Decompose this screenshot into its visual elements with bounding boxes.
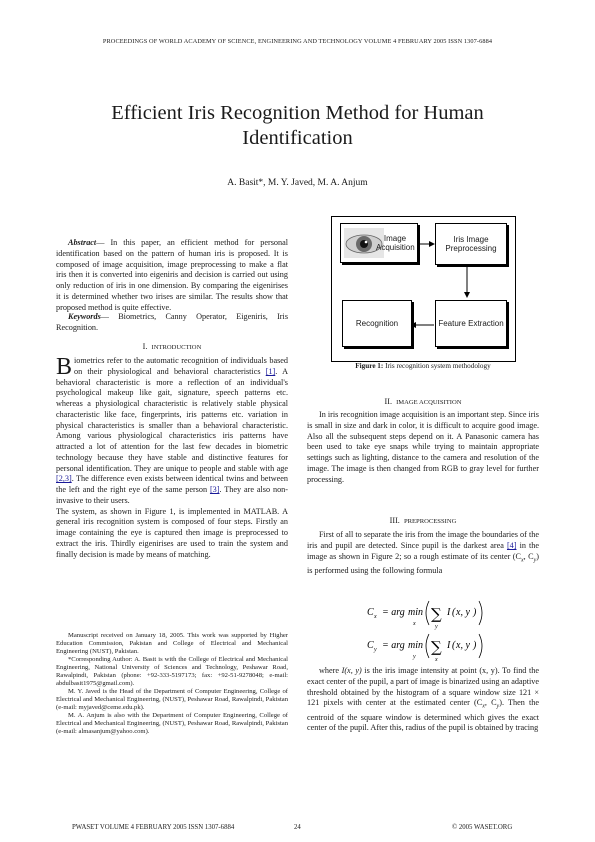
svg-text:min: min bbox=[408, 640, 423, 651]
introduction-paragraph-2: The system, as shown in Figure 1, is imp… bbox=[56, 506, 288, 559]
recognition-box: Recognition bbox=[342, 300, 412, 347]
formula-cx: C x = arg min x ∑ y I ( x, y ) bbox=[307, 595, 539, 634]
formula-cx-render: C x = arg min x ∑ y I ( x, y ) bbox=[367, 600, 483, 630]
section-heading-introduction: I. Introduction bbox=[142, 342, 202, 351]
svg-text:): ) bbox=[472, 640, 477, 651]
section-heading-image-acquisition: II. Image Acquisition bbox=[384, 397, 462, 406]
svg-text:∑: ∑ bbox=[431, 605, 442, 623]
eye-image-icon bbox=[344, 228, 384, 258]
svg-text:x: x bbox=[412, 621, 416, 627]
svg-text:C: C bbox=[367, 640, 374, 651]
section-heading-preprocessing: III. Preprocessing bbox=[389, 516, 457, 525]
figure-1-caption: Figure 1: Iris recognition system method… bbox=[355, 362, 491, 370]
svg-text:I: I bbox=[446, 640, 451, 651]
citation-link[interactable]: [4] bbox=[506, 540, 517, 550]
figure-1-diagram: Image Acquisition Iris Image Preprocessi… bbox=[331, 216, 516, 362]
svg-text:min: min bbox=[408, 607, 423, 618]
svg-text:∑: ∑ bbox=[431, 638, 442, 656]
svg-text:y: y bbox=[373, 647, 377, 653]
page-number: 24 bbox=[294, 824, 301, 831]
preprocessing-body-1: First of all to separate the iris from t… bbox=[307, 530, 540, 575]
iris-preprocessing-box: Iris Image Preprocessing bbox=[435, 223, 507, 265]
svg-text:C: C bbox=[367, 607, 374, 618]
author-list: A. Basit*, M. Y. Javed, M. A. Anjum bbox=[227, 178, 368, 188]
citation-link[interactable]: [3] bbox=[209, 485, 220, 494]
formula-cy-render: C y = arg min y ∑ x I ( x, y ) bbox=[367, 633, 483, 663]
footnote: M. Y. Javed is the Head of the Departmen… bbox=[56, 688, 288, 711]
svg-text:x: x bbox=[373, 614, 377, 620]
footnotes: Manuscript received on January 18, 2005.… bbox=[56, 632, 288, 736]
drop-cap: B bbox=[56, 354, 73, 380]
svg-text:I: I bbox=[446, 607, 451, 618]
citation-link[interactable]: [2,3] bbox=[56, 474, 72, 484]
footer-journal: PWASET VOLUME 4 FEBRUARY 2005 ISSN 1307-… bbox=[72, 824, 235, 831]
feature-extraction-box: Feature Extraction bbox=[435, 300, 507, 347]
svg-text:= arg: = arg bbox=[382, 640, 405, 651]
svg-text:y: y bbox=[412, 654, 416, 660]
image-acquisition-body: In iris recognition image acquisition is… bbox=[307, 410, 539, 484]
formula-cy: C y = arg min y ∑ x I ( x, y ) bbox=[307, 628, 539, 667]
footer-copyright: © 2005 WASET.ORG bbox=[452, 824, 513, 831]
flow-arrows bbox=[410, 241, 470, 328]
image-acquisition-box: Image Acquisition bbox=[340, 223, 418, 263]
footnote: *Corresponding Author: A. Basit is with … bbox=[56, 656, 288, 687]
svg-text:(: ( bbox=[452, 607, 456, 618]
paper-title: Efficient Iris Recognition Method for Hu… bbox=[111, 102, 484, 149]
svg-text:): ) bbox=[472, 607, 477, 618]
svg-text:= arg: = arg bbox=[382, 607, 405, 618]
svg-text:(: ( bbox=[452, 640, 456, 651]
abstract-label: Abstract bbox=[68, 238, 97, 247]
preprocessing-body-2: where I(x, y) is the iris image intensit… bbox=[307, 666, 539, 733]
keywords-text: — Biometrics, Canny Operator, Eigeniris,… bbox=[56, 312, 288, 332]
keywords: Keywords— Biometrics, Canny Operator, Ei… bbox=[56, 312, 288, 334]
running-header: PROCEEDINGS OF WORLD ACADEMY OF SCIENCE,… bbox=[102, 38, 493, 45]
svg-text:x, y: x, y bbox=[455, 640, 470, 651]
svg-text:x: x bbox=[434, 657, 438, 663]
citation-link[interactable]: [1] bbox=[265, 366, 276, 376]
footnote: M. A. Anjum is also with the Department … bbox=[56, 712, 288, 735]
svg-text:y: y bbox=[434, 624, 438, 630]
footnote: Manuscript received on January 18, 2005.… bbox=[56, 632, 288, 655]
abstract-text: — In this paper, an efficient method for… bbox=[56, 238, 288, 312]
abstract: Abstract— In this paper, an efficient me… bbox=[56, 238, 288, 313]
svg-text:x, y: x, y bbox=[455, 607, 470, 618]
keywords-label: Keywords bbox=[68, 312, 101, 321]
